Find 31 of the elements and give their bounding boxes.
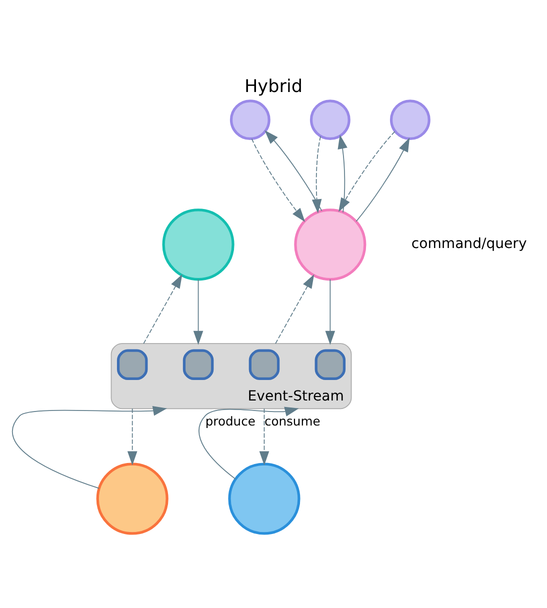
arrow [259, 408, 270, 466]
node-circle [96, 462, 168, 535]
node-circle [230, 100, 270, 140]
node-box [116, 349, 148, 380]
arrow [338, 134, 348, 213]
node-box [248, 349, 280, 380]
node-box [314, 349, 346, 380]
arrow [312, 136, 322, 214]
node-label: Event-Stream [248, 388, 344, 405]
node-circle [390, 100, 430, 140]
arrow [356, 138, 410, 222]
arrow [251, 138, 306, 222]
arrow [193, 278, 204, 345]
edge-label: produce [205, 414, 256, 429]
arrow [143, 274, 182, 344]
node-circle [228, 462, 300, 535]
label: command/query [411, 236, 527, 252]
arrow [338, 131, 396, 212]
node-circle [310, 100, 350, 140]
node-box [182, 349, 214, 380]
node-circle [294, 208, 366, 281]
arrow [198, 406, 299, 480]
arrow [12, 406, 168, 489]
arrow [275, 274, 314, 344]
edge-label: consume [264, 414, 320, 429]
node-circle [162, 208, 234, 281]
diagram-title: Hybrid [244, 77, 303, 98]
arrow [264, 130, 322, 212]
cluster [110, 343, 352, 410]
arrow [325, 278, 336, 345]
arrow [127, 408, 138, 466]
